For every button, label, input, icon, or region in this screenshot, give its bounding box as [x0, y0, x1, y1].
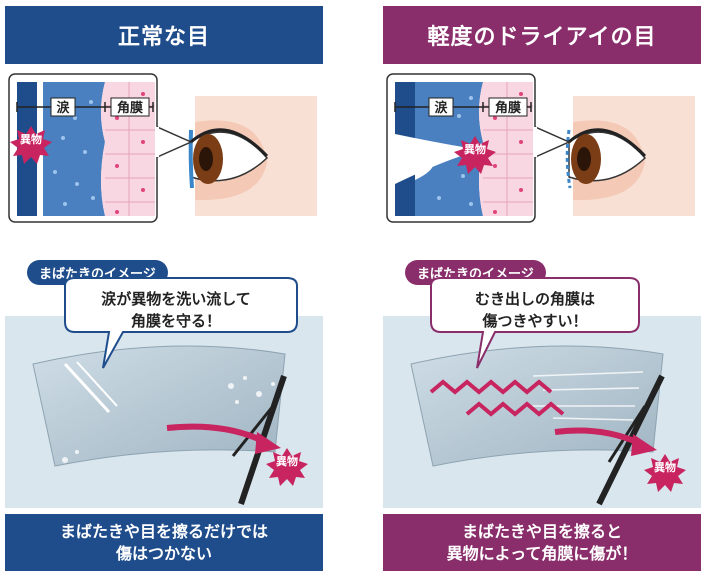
label-foreign-body-bottom: 異物 [276, 454, 298, 468]
blink-illustration: 異物 [5, 277, 323, 508]
footer-caption: まばたきや目を擦るだけでは 傷はつかない [5, 514, 323, 571]
blink-illustration-dry: 異物 [383, 277, 701, 508]
label-tears: 涙 [56, 100, 69, 116]
eye-illustration-dry [565, 96, 695, 216]
footer-caption-dry: まばたきや目を擦ると 異物によって角膜に傷が！ [383, 514, 701, 571]
bubble-line-2-dry: 傷つきやすい！ [482, 312, 588, 330]
tear-film-diagram-dry: 涙 角膜 異物 [386, 73, 695, 223]
panel-dry-eye: 軽度のドライアイの目 [383, 0, 701, 575]
header-dry-eye: 軽度のドライアイの目 [383, 6, 701, 64]
label-foreign-body-bottom-dry: 異物 [654, 460, 676, 474]
speech-bubble-dry: むき出しの角膜は 傷つきやすい！ [431, 288, 639, 332]
footer-line-2-dry: 異物によって角膜に傷が！ [446, 543, 638, 563]
bubble-line-2: 角膜を守る！ [130, 312, 221, 330]
speech-bubble: 涙が異物を洗い流して 角膜を守る！ [55, 288, 297, 332]
footer-line-1-dry: まばたきや目を擦ると [461, 521, 622, 541]
footer-line-2: 傷はつかない [115, 543, 212, 563]
eye-illustration [188, 96, 317, 216]
footer-line-1: まばたきや目を擦るだけでは [59, 521, 268, 541]
label-foreign-body-top-dry: 異物 [464, 142, 486, 156]
tear-film-diagram: 涙 角膜 異物 [8, 73, 317, 223]
panel-normal-eye: 正常な目 [5, 0, 323, 575]
label-foreign-body-top: 異物 [20, 132, 42, 146]
label-cornea: 角膜 [117, 100, 143, 116]
label-cornea-dry: 角膜 [495, 100, 521, 116]
header-normal-eye: 正常な目 [5, 6, 323, 64]
bubble-line-1-dry: むき出しの角膜は [474, 290, 595, 308]
label-tears-dry: 涙 [434, 100, 447, 116]
bubble-line-1: 涙が異物を洗い流して [101, 290, 251, 308]
